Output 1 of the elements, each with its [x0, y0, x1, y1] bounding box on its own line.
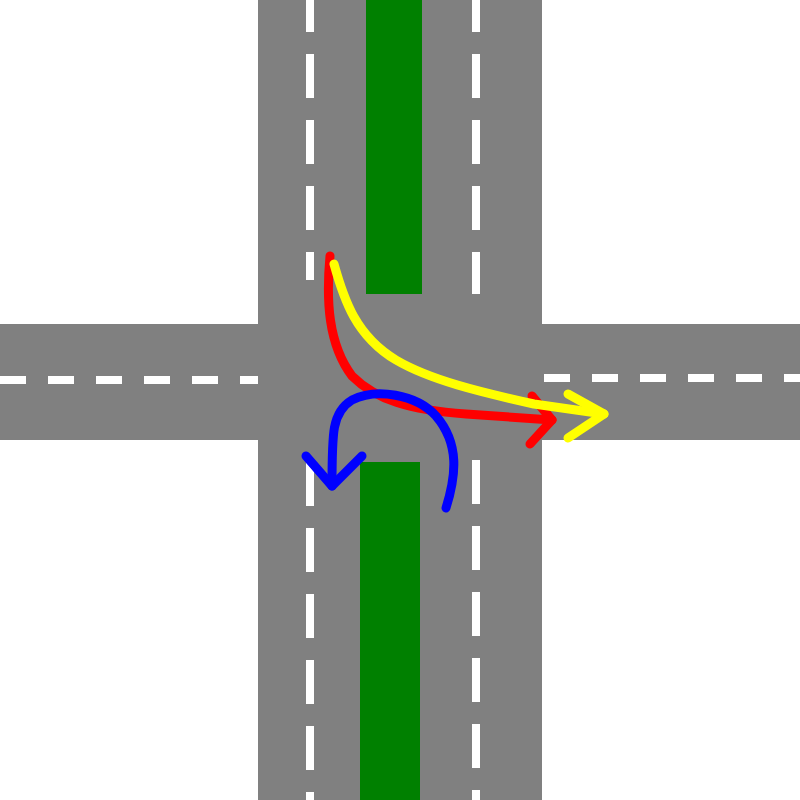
road-intersection — [0, 0, 800, 800]
